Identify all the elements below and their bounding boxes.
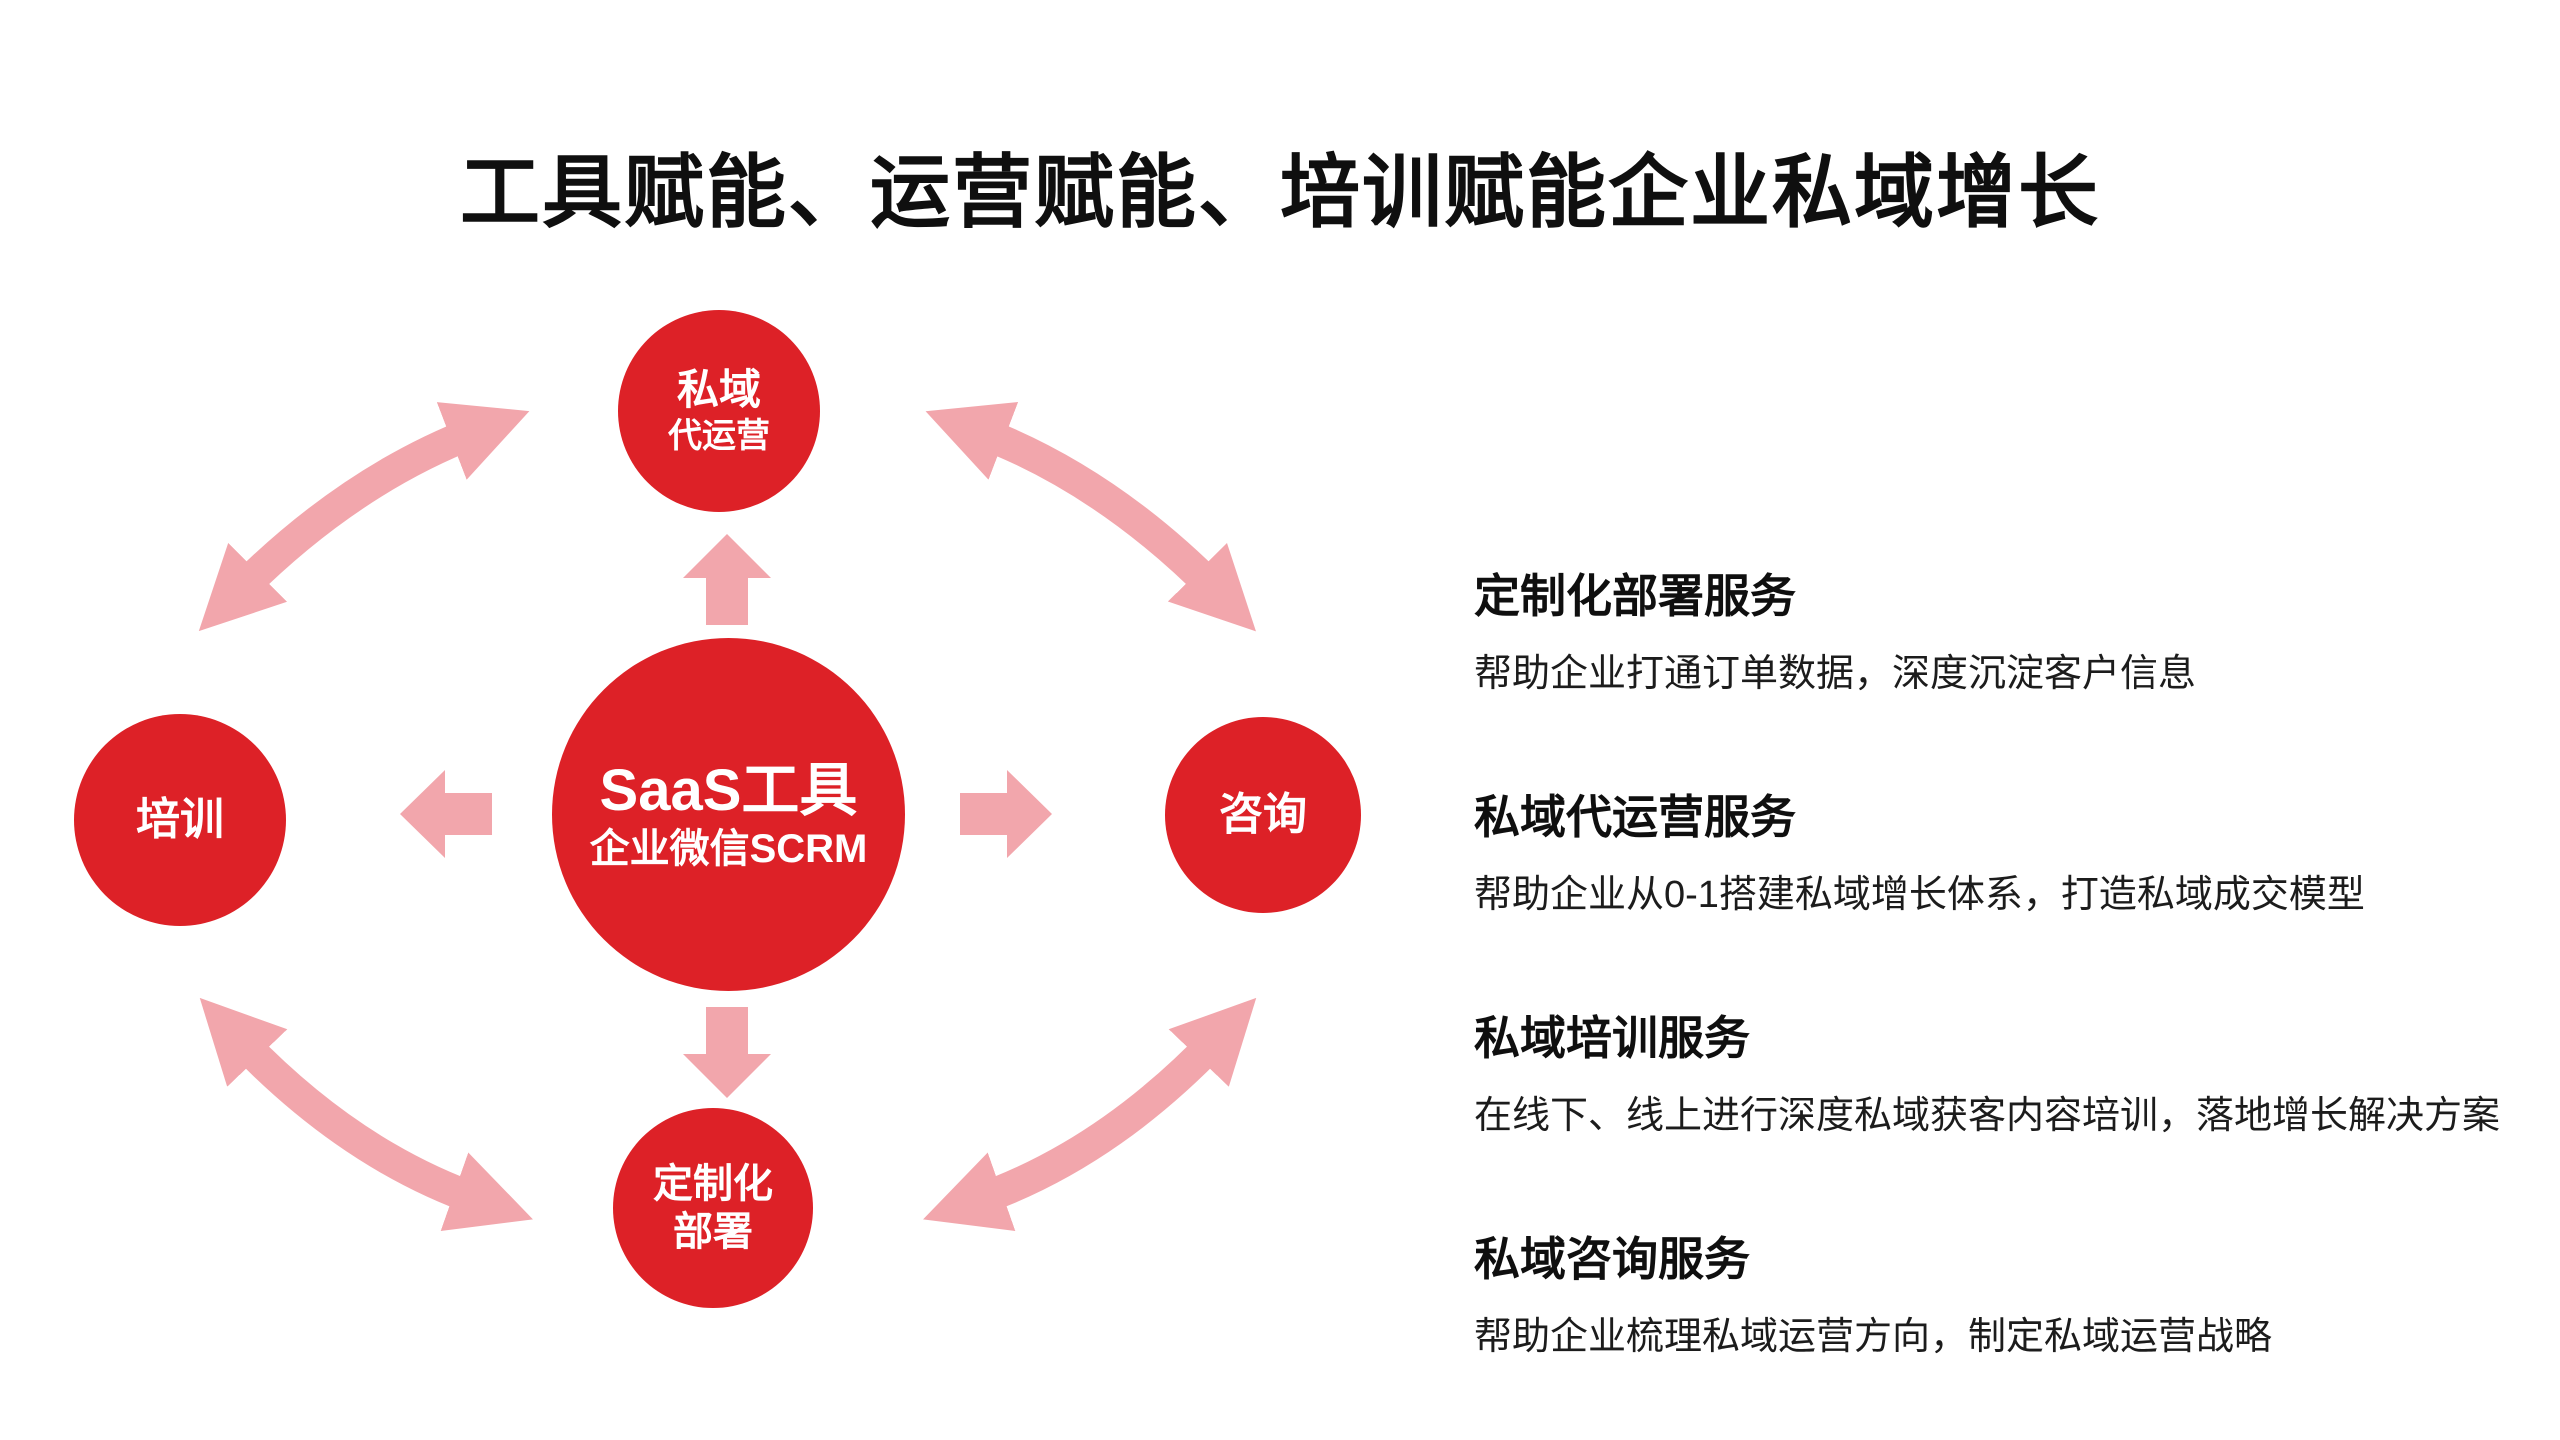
service-title: 定制化部署服务 [1474,570,1796,622]
services-list: 定制化部署服务 帮助企业打通订单数据，深度沉淀客户信息 私域代运营服务 帮助企业… [1474,560,2524,1360]
node-consulting: 咨询 [1165,717,1361,913]
node-private-domain-agency-operation: 私域 代运营 [618,310,820,512]
service-title: 私域咨询服务 [1474,1233,1750,1285]
node-consulting-label: 咨询 [1219,789,1307,839]
arrow-down-icon [683,1007,771,1098]
node-saas-tool-line1: SaaS工具 [599,757,858,823]
diagram-arrows [198,402,1257,1231]
service-title: 私域培训服务 [1474,1012,1750,1064]
node-top-line1: 私域 [676,366,761,414]
curved-arrow-bottom-right-icon [923,997,1257,1231]
service-title: 私域代运营服务 [1474,791,1796,843]
curved-arrow-top-right-icon [925,402,1257,632]
node-training: 培训 [74,714,286,926]
service-item-agency-operation: 私域代运营服务 帮助企业从0-1搭建私域增长体系，打造私域成交模型 [1474,781,2524,918]
page-title: 工具赋能、运营赋能、培训赋能企业私域增长 [460,148,2100,237]
arrow-right-icon [960,770,1052,858]
node-saas-tool-line2: 企业微信SCRM [589,827,868,872]
node-saas-tool: SaaS工具 企业微信SCRM [552,638,905,991]
node-custom-deployment: 定制化 部署 [613,1108,813,1308]
service-item-training: 私域培训服务 在线下、线上进行深度私域获客内容培训，落地增长解决方案 [1474,1002,2524,1139]
node-top-line2: 代运营 [668,416,770,455]
node-bottom-line1: 定制化 [653,1162,773,1206]
curved-arrow-top-left-icon [198,402,530,632]
service-item-consulting: 私域咨询服务 帮助企业梳理私域运营方向，制定私域运营战略 [1474,1223,2524,1360]
service-desc: 在线下、线上进行深度私域获客内容培训，落地增长解决方案 [1474,1095,2501,1137]
node-bottom-line2: 部署 [673,1210,753,1254]
service-desc: 帮助企业从0-1搭建私域增长体系，打造私域成交模型 [1474,874,2365,916]
service-desc: 帮助企业打通订单数据，深度沉淀客户信息 [1474,653,2197,695]
arrow-up-icon [683,534,771,625]
curved-arrow-bottom-left-icon [199,997,533,1231]
service-desc: 帮助企业梳理私域运营方向，制定私域运营战略 [1474,1316,2273,1358]
service-item-custom-deployment: 定制化部署服务 帮助企业打通订单数据，深度沉淀客户信息 [1474,560,2524,697]
node-training-label: 培训 [136,794,224,844]
hub-spoke-diagram: SaaS工具 企业微信SCRM 私域 代运营 培训 咨询 定制化 部署 [74,310,1361,1308]
arrow-left-icon [400,770,492,858]
